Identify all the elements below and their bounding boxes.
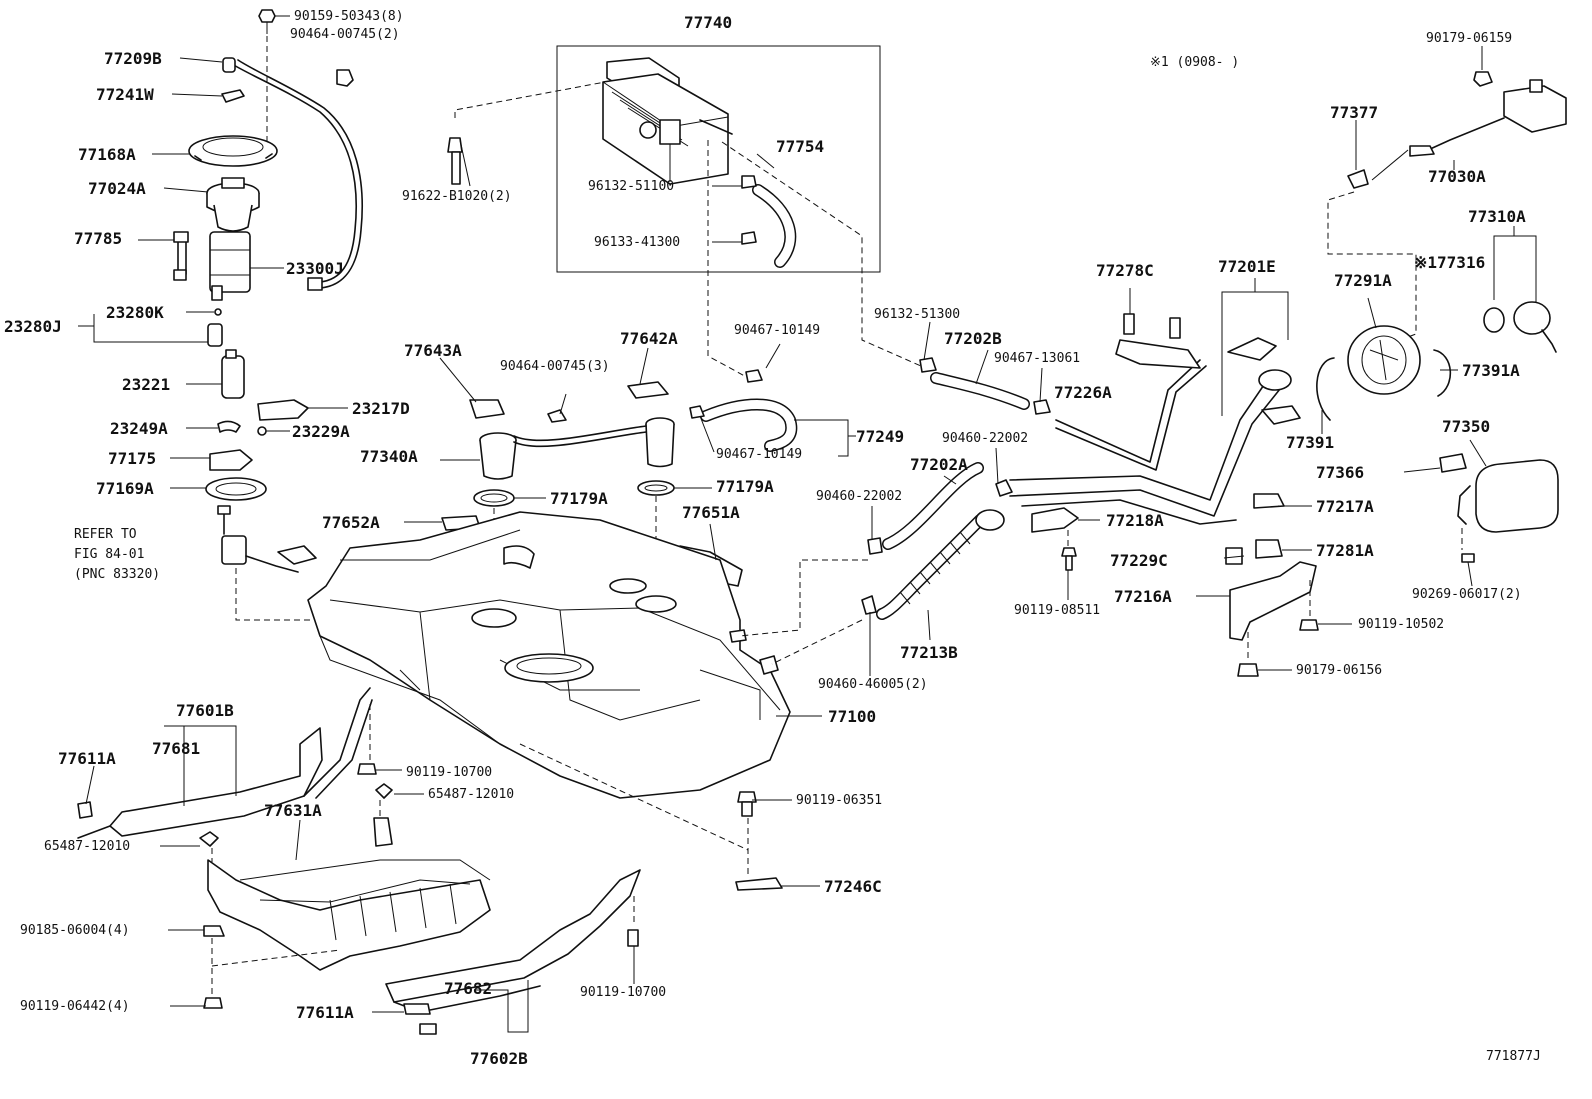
diagram-id: 771877J [1486, 1049, 1541, 1064]
label-77291A: 77291A [1334, 271, 1392, 290]
label-90185-06004: 90185-06004(4) [20, 923, 130, 938]
label-90464-00745-2: 90464-00745(2) [290, 27, 400, 42]
refer-note-line2: FIG 84-01 [74, 547, 144, 562]
label-23221: 23221 [122, 375, 170, 394]
label-90119-06351: 90119-06351 [796, 793, 882, 808]
label-65487-12010-left: 65487-12010 [44, 839, 130, 854]
label-77179A-left: 77179A [550, 489, 608, 508]
label-77216A: 77216A [1114, 587, 1172, 606]
refer-note-line3: (PNC 83320) [74, 567, 160, 582]
label-77642A: 77642A [620, 329, 678, 348]
label-77682: 77682 [444, 979, 492, 998]
label-23280K: 23280K [106, 303, 164, 322]
label-90159-50343: 90159-50343(8) [294, 9, 404, 24]
label-77209B: 77209B [104, 49, 162, 68]
label-23249A: 23249A [110, 419, 168, 438]
label-77602B: 77602B [470, 1049, 528, 1068]
label-77213B: 77213B [900, 643, 958, 662]
label-77168A: 77168A [78, 145, 136, 164]
label-77651A: 77651A [682, 503, 740, 522]
label-77281A: 77281A [1316, 541, 1374, 560]
label-77201E: 77201E [1218, 257, 1276, 276]
label-77350: 77350 [1442, 417, 1490, 436]
refer-note-line1: REFER TO [74, 527, 137, 542]
label-77631A: 77631A [264, 801, 322, 820]
label-90119-10700-bottom: 90119-10700 [580, 985, 666, 1000]
label-91622-B1020: 91622-B1020(2) [402, 189, 512, 204]
label-77030A: 77030A [1428, 167, 1486, 186]
label-77100: 77100 [828, 707, 876, 726]
fuel-door-assembly [1316, 71, 1567, 563]
label-77754: 77754 [776, 137, 824, 156]
label-90179-06159: 90179-06159 [1426, 31, 1512, 46]
label-77169A: 77169A [96, 479, 154, 498]
label-77611A-bottom: 77611A [296, 1003, 354, 1022]
label-90119-10700-top: 90119-10700 [406, 765, 492, 780]
label-90119-08511: 90119-08511 [1014, 603, 1100, 618]
label-77202B: 77202B [944, 329, 1002, 348]
label-90119-06442: 90119-06442(4) [20, 999, 130, 1014]
label-96132-51100: 96132-51100 [588, 179, 674, 194]
label-90467-10149-bottom: 90467-10149 [716, 447, 802, 462]
label-77229C: 77229C [1110, 551, 1168, 570]
label-77246C: 77246C [824, 877, 882, 896]
label-65487-12010-right: 65487-12010 [428, 787, 514, 802]
label-77202A: 77202A [910, 455, 968, 474]
label-77740: 77740 [684, 13, 732, 32]
tank-top-components [441, 369, 798, 652]
part-labels: 90159-50343(8) 90464-00745(2) 77209B 772… [4, 9, 1541, 1068]
label-77218A: 77218A [1106, 511, 1164, 530]
label-77611A-top: 77611A [58, 749, 116, 768]
leader-lines [78, 15, 1487, 1033]
label-77681: 77681 [152, 739, 200, 758]
label-77340A: 77340A [360, 447, 418, 466]
label-77278C: 77278C [1096, 261, 1154, 280]
canister-mount-leader [454, 81, 606, 118]
label-23300J: 23300J [286, 259, 344, 278]
label-96133-41300: 96133-41300 [594, 235, 680, 250]
label-77310A: 77310A [1468, 207, 1526, 226]
label-77226A: 77226A [1054, 383, 1112, 402]
fuel-pump-assembly [173, 9, 364, 621]
label-23280J: 23280J [4, 317, 62, 336]
label-96132-51300: 96132-51300 [874, 307, 960, 322]
label-23217D: 23217D [352, 399, 410, 418]
label-77366: 77366 [1316, 463, 1364, 482]
charcoal-canister-group [556, 45, 881, 273]
fuel-tank [307, 511, 791, 799]
label-90179-06156: 90179-06156 [1296, 663, 1382, 678]
label-77316: ※177316 [1414, 253, 1485, 272]
filler-pipe-assembly [739, 278, 1319, 677]
label-77601B: 77601B [176, 701, 234, 720]
label-77249: 77249 [856, 427, 904, 446]
label-77217A: 77217A [1316, 497, 1374, 516]
label-23229A: 23229A [292, 422, 350, 441]
label-77024A: 77024A [88, 179, 146, 198]
label-77179A-right: 77179A [716, 477, 774, 496]
label-77652A: 77652A [322, 513, 380, 532]
label-77377: 77377 [1330, 103, 1378, 122]
label-77785: 77785 [74, 229, 122, 248]
tank-bands-and-protector [77, 687, 783, 1035]
label-77391A: 77391A [1462, 361, 1520, 380]
label-90467-13061: 90467-13061 [994, 351, 1080, 366]
label-90269-06017: 90269-06017(2) [1412, 587, 1522, 602]
label-77241W: 77241W [96, 85, 154, 104]
label-90119-10502: 90119-10502 [1358, 617, 1444, 632]
label-77643A: 77643A [404, 341, 462, 360]
date-range-note: ※1 (0908- ) [1150, 55, 1239, 70]
label-90467-10149-top: 90467-10149 [734, 323, 820, 338]
label-77391: 77391 [1286, 433, 1334, 452]
label-90460-22002-bottom: 90460-22002 [816, 489, 902, 504]
label-90460-22002-top: 90460-22002 [942, 431, 1028, 446]
label-90460-46005: 90460-46005(2) [818, 677, 928, 692]
label-90464-00745-3: 90464-00745(3) [500, 359, 610, 374]
label-77175: 77175 [108, 449, 156, 468]
